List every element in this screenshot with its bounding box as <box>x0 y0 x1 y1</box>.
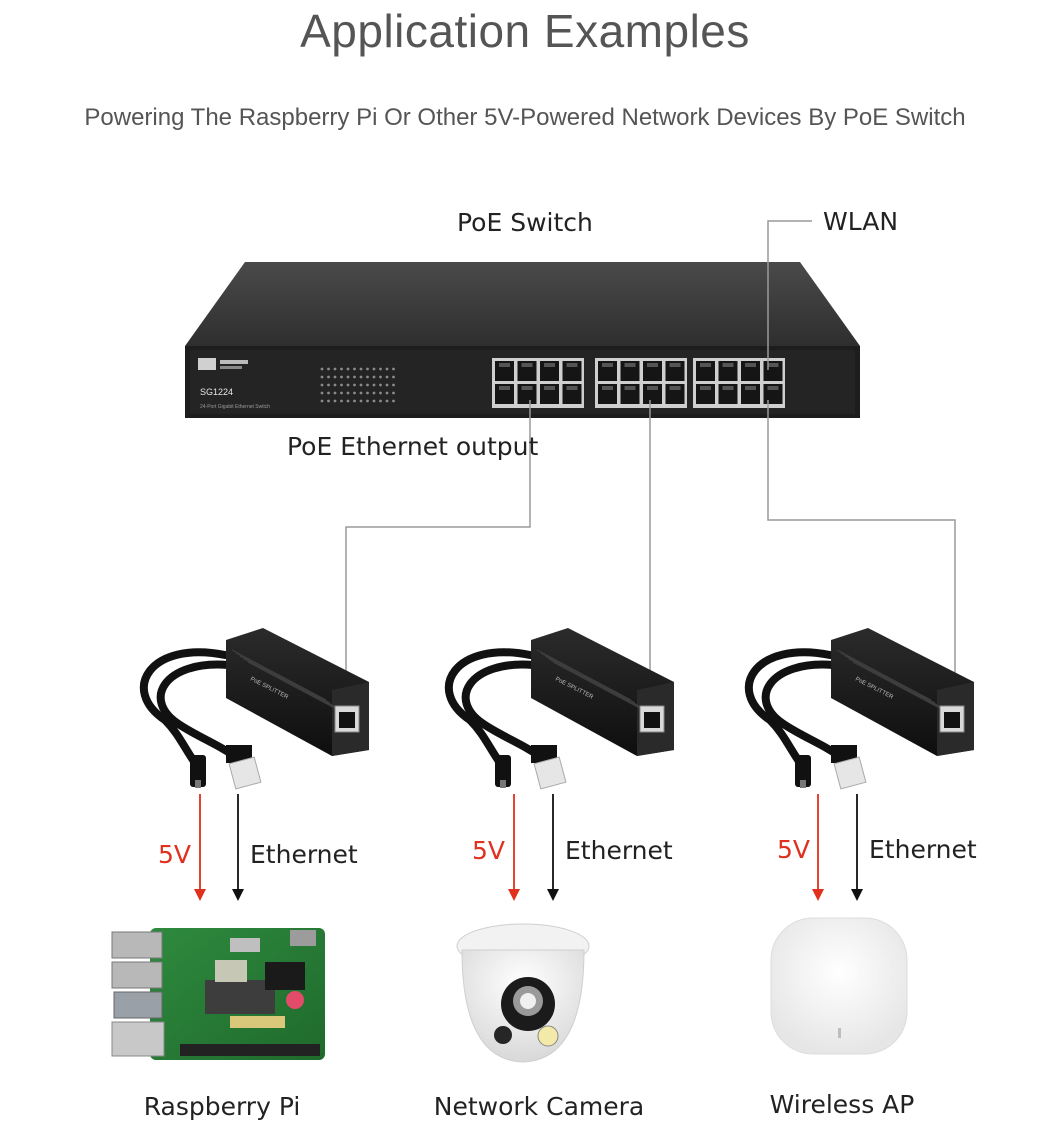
poe-splitter-icon-1: PoE SPLITTER <box>140 628 369 790</box>
power-label-2: 5V <box>472 836 506 865</box>
ethernet-label-1: Ethernet <box>250 840 358 869</box>
flow-arrows <box>194 794 863 901</box>
switch-model-text: SG1224 <box>200 387 233 397</box>
poe-splitter-icon-2: PoE SPLITTER <box>445 628 674 790</box>
power-label-3: 5V <box>777 835 811 864</box>
switch-description-text: 24-Port Gigabit Ethernet Switch <box>200 404 270 410</box>
poe-ethernet-output-label: PoE Ethernet output <box>287 432 539 461</box>
ethernet-label-3: Ethernet <box>869 835 977 864</box>
wireless-ap-icon <box>770 917 908 1055</box>
raspberry-pi-board-icon <box>111 928 325 1060</box>
connector-line-1 <box>345 400 531 712</box>
page-subtitle: Powering The Raspberry Pi Or Other 5V-Po… <box>84 104 966 131</box>
connector-line-3 <box>767 400 956 712</box>
poe-splitter-icon-3: PoE SPLITTER <box>745 628 974 790</box>
device-name-wireless-ap: Wireless AP <box>769 1090 915 1119</box>
wlan-connector-line <box>767 220 812 370</box>
device-name-raspberry-pi: Raspberry Pi <box>143 1092 301 1121</box>
page-title: Application Examples <box>300 5 750 57</box>
poe-switch-label: PoE Switch <box>457 208 593 237</box>
status-led-grid <box>320 367 395 403</box>
ethernet-port-array <box>492 358 785 408</box>
poe-switch-icon: SG1224 24-Port Gigabit Ethernet Switch <box>185 262 860 418</box>
device-name-network-camera: Network Camera <box>433 1092 645 1121</box>
power-label-1: 5V <box>158 840 192 869</box>
dome-camera-icon <box>456 923 590 1063</box>
ethernet-label-2: Ethernet <box>565 836 673 865</box>
connector-lines <box>345 220 956 712</box>
wlan-label: WLAN <box>823 207 899 236</box>
